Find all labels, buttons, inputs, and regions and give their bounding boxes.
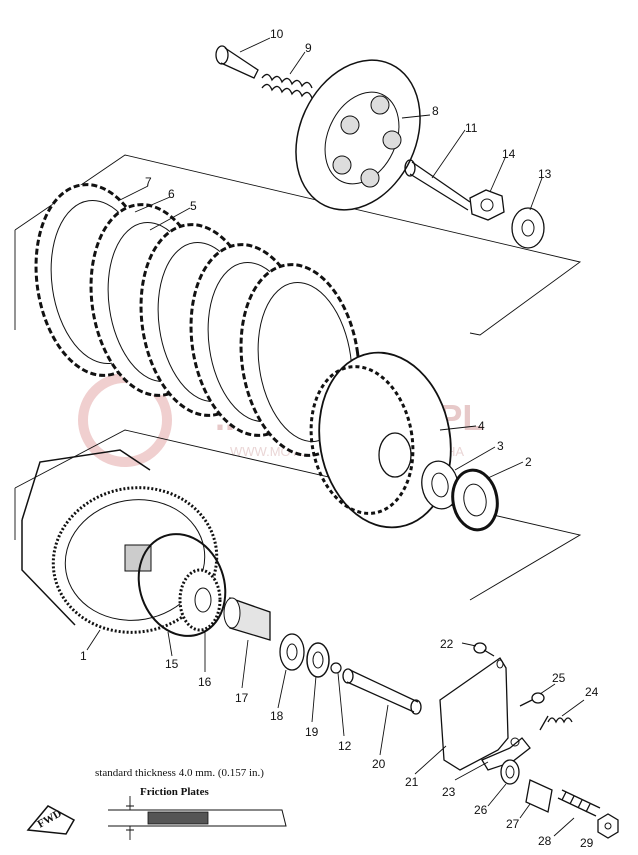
callout-27: 27	[506, 817, 520, 831]
part-13-lock-washer	[511, 207, 545, 249]
part-8-pressure-plate	[295, 59, 421, 211]
part-24-spring	[539, 715, 573, 731]
part-2-lock-washer	[451, 468, 499, 532]
leader-lines	[86, 37, 585, 837]
friction-plates-label: Friction Plates	[140, 786, 209, 798]
part-9-spring	[261, 73, 313, 99]
callout-28: 28	[538, 834, 552, 848]
part-15-o-ring	[137, 533, 227, 637]
part-29-nut	[597, 813, 619, 839]
friction-plate-section-drawing	[108, 796, 287, 840]
thickness-note: standard thickness 4.0 mm. (0.157 in.) F…	[95, 767, 287, 840]
callout-23: 23	[442, 785, 456, 799]
part-25-screw	[519, 692, 545, 707]
part-1-clutch-housing	[21, 449, 219, 634]
part-17-spacer	[223, 597, 271, 641]
callout-10: 10	[270, 27, 284, 41]
callout-20: 20	[372, 757, 386, 771]
callout-15: 15	[165, 657, 179, 671]
callout-7: 7	[145, 175, 152, 189]
part-19-washer	[306, 642, 330, 678]
part-23-push-lever	[481, 737, 531, 771]
callout-2: 2	[525, 455, 532, 469]
callout-16: 16	[198, 675, 212, 689]
callout-24: 24	[585, 685, 599, 699]
callout-13: 13	[538, 167, 552, 181]
part-18-washer	[279, 633, 305, 671]
callout-5: 5	[190, 199, 197, 213]
callout-9: 9	[305, 41, 312, 55]
part-20-push-rod	[342, 668, 422, 715]
part-10-bolt	[215, 45, 259, 79]
part-26-washer	[500, 759, 520, 785]
callout-19: 19	[305, 725, 319, 739]
callout-26: 26	[474, 803, 488, 817]
fwd-arrow: FWD	[26, 805, 76, 835]
callout-3: 3	[497, 439, 504, 453]
callout-22: 22	[440, 637, 454, 651]
part-11-push-rod	[404, 159, 471, 211]
callout-6: 6	[168, 187, 175, 201]
friction-and-clutch-plates	[34, 183, 361, 457]
callouts: 10 9 8 11 14 13 7 6 5 4 3 2 1 15 16 17 1…	[80, 27, 599, 850]
callout-14: 14	[502, 147, 516, 161]
thickness-text: standard thickness 4.0 mm. (0.157 in.)	[95, 767, 264, 779]
callout-11: 11	[465, 121, 478, 135]
part-16-primary-drive-gear	[178, 568, 222, 632]
callout-21: 21	[405, 775, 419, 789]
callout-29: 29	[580, 836, 594, 850]
callout-4: 4	[478, 419, 485, 433]
callout-8: 8	[432, 104, 439, 118]
part-14-nut	[469, 189, 505, 221]
callout-1: 1	[80, 649, 87, 663]
fwd-arrow-icon	[26, 805, 76, 835]
callout-18: 18	[270, 709, 284, 723]
part-12-ball	[330, 662, 342, 674]
callout-12: 12	[338, 739, 352, 753]
part-21-push-lever-plate	[439, 657, 509, 771]
callout-25: 25	[552, 671, 566, 685]
part-3-thrust-washer	[421, 460, 459, 510]
part-28-adjust-screw	[557, 789, 601, 817]
part-27-adjuster	[525, 779, 553, 813]
callout-17: 17	[235, 691, 249, 705]
part-22-screw	[473, 642, 495, 657]
